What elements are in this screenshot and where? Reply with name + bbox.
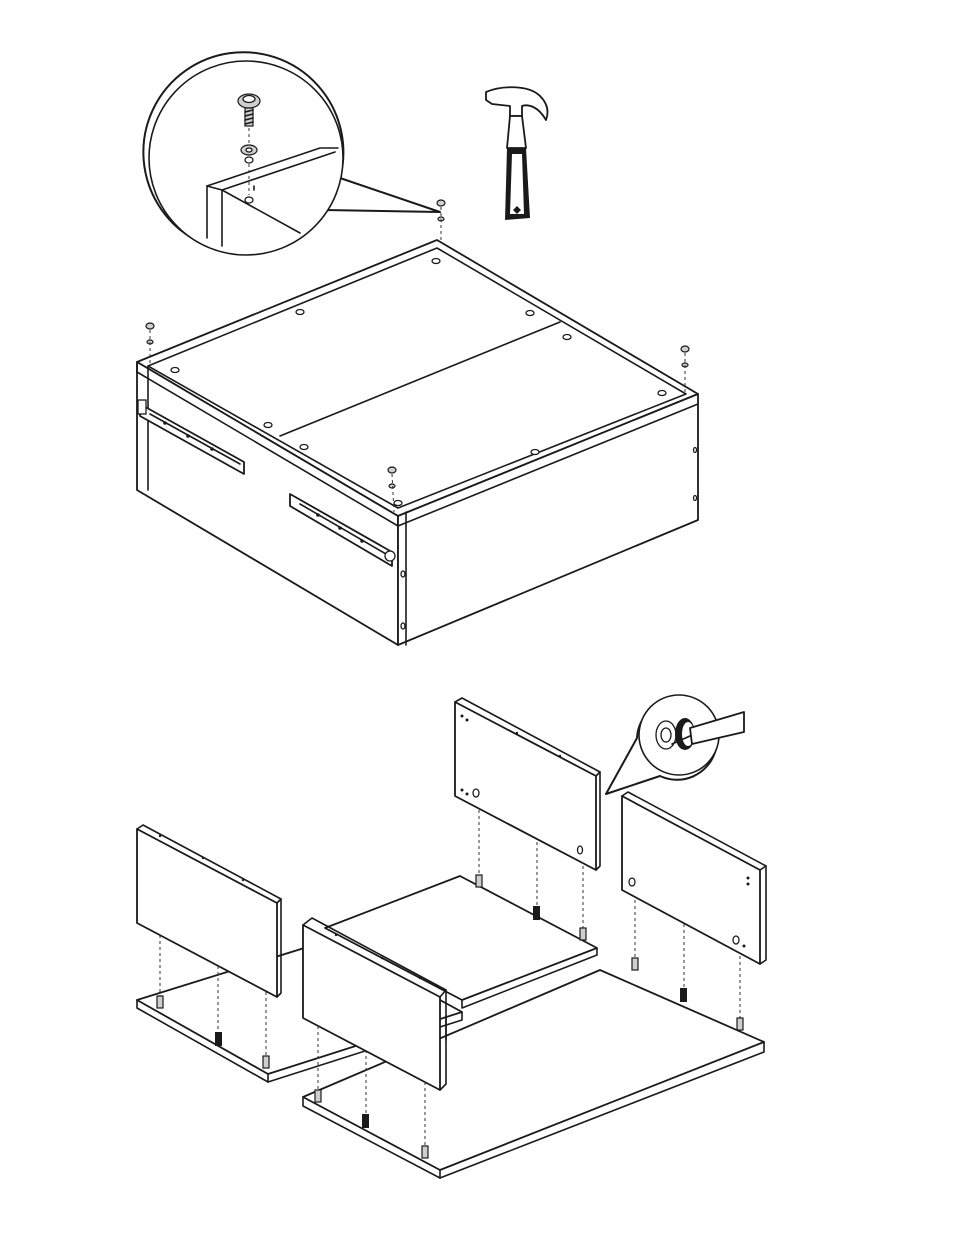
cabinet-carcass [137, 240, 698, 645]
step-drawer-assembly [137, 695, 766, 1178]
callout-zoom-circle [143, 52, 440, 255]
hammer-icon [486, 87, 548, 220]
callout-camlock-circle [606, 695, 744, 794]
step-cabinet-fastening [137, 52, 698, 645]
screw-icon [437, 200, 445, 240]
